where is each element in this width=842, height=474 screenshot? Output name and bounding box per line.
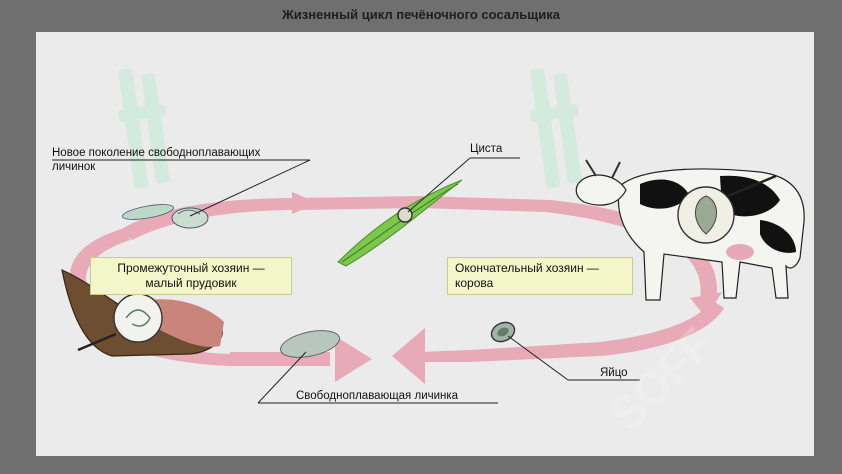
diagram-title: Жизненный цикл печёночного сосальщика bbox=[282, 7, 560, 22]
leader-lines bbox=[52, 157, 640, 404]
label-new-generation: Новое поколение свободноплавающих личино… bbox=[52, 146, 260, 174]
free-larva-icon bbox=[280, 330, 340, 358]
label-free-larva: Свободноплавающая личинка bbox=[296, 390, 459, 402]
label-cyst: Циста bbox=[470, 143, 503, 155]
label-intermediate-host: Промежуточный хозяин — малый прудовик bbox=[90, 257, 292, 295]
label-intermediate-host-line1: Промежуточный хозяин — bbox=[117, 261, 265, 275]
bottom-left-arrowhead bbox=[335, 336, 372, 382]
label-definitive-host: Окончательный хозяин — корова bbox=[447, 257, 633, 295]
cow-icon bbox=[575, 159, 805, 301]
label-egg: Яйцо bbox=[600, 367, 628, 379]
watermark-logos bbox=[118, 68, 582, 189]
new-generation-larvae bbox=[121, 204, 209, 229]
label-new-generation-line1: Новое поколение свободноплавающих bbox=[52, 147, 261, 159]
top-arrowhead bbox=[292, 192, 318, 214]
right-arrowhead bbox=[690, 292, 722, 318]
egg-icon bbox=[490, 321, 516, 343]
snail-icon bbox=[61, 268, 224, 357]
label-definitive-host-line1: Окончательный хозяин — bbox=[455, 261, 599, 275]
label-definitive-host-line2: корова bbox=[455, 276, 494, 290]
label-intermediate-host-line2: малый прудовик bbox=[145, 276, 237, 290]
label-new-generation-line2: личинок bbox=[52, 161, 96, 173]
snail-magnifier bbox=[113, 293, 163, 343]
bottom-right-arrowhead bbox=[392, 328, 425, 384]
